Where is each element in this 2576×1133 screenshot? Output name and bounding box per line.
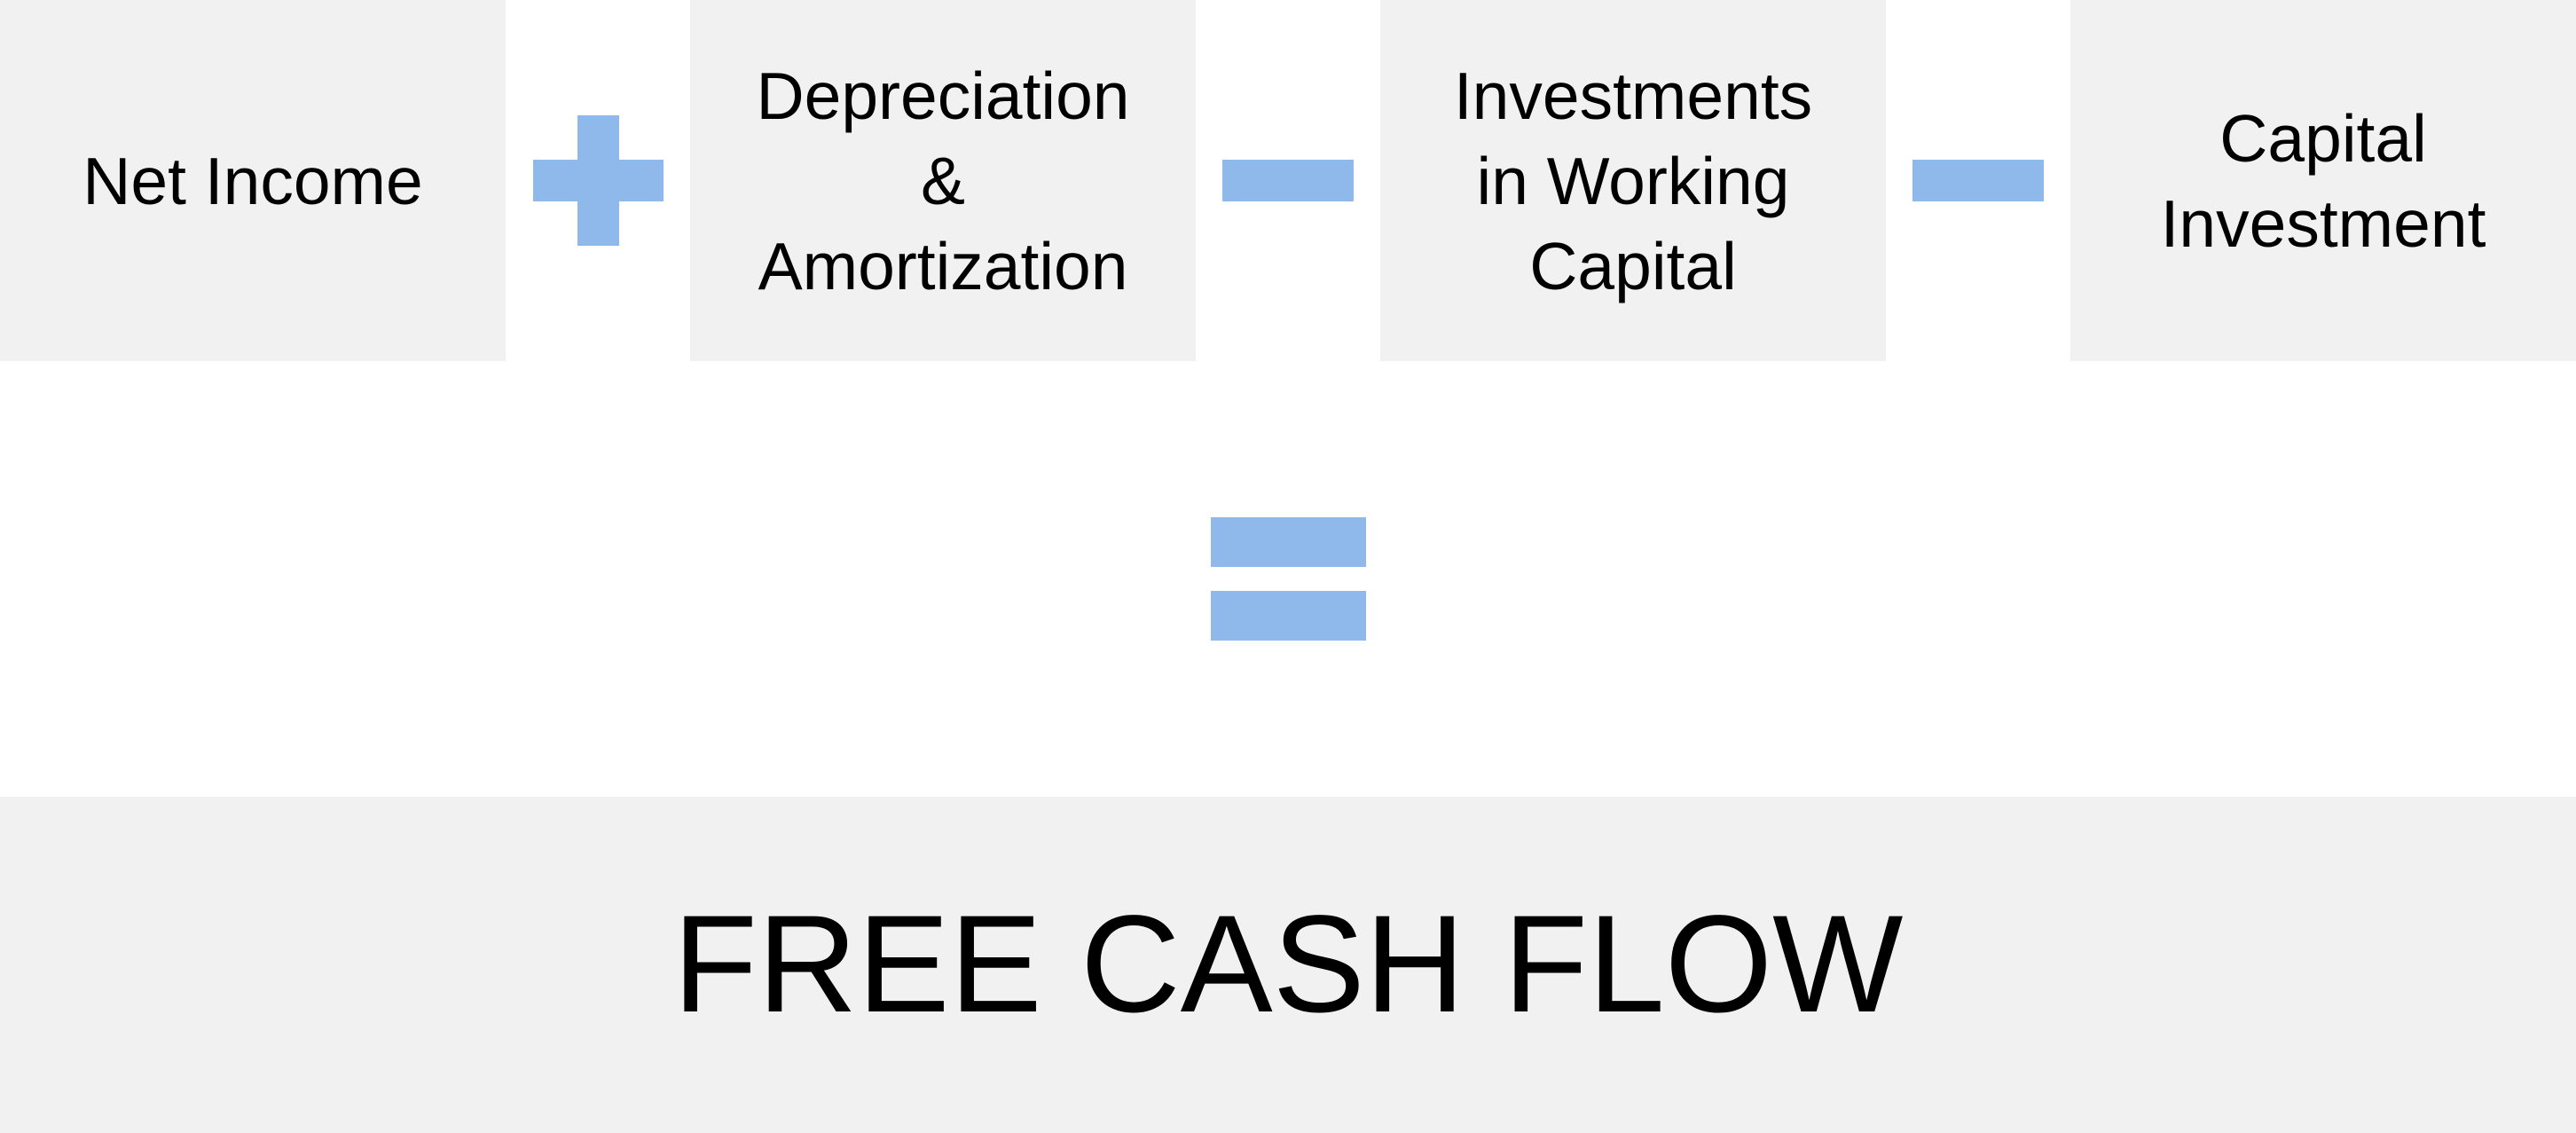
term-box-net-income: Net Income xyxy=(0,0,506,361)
equals-icon-bottom-bar xyxy=(1210,591,1366,641)
plus-icon xyxy=(532,115,664,246)
minus-icon xyxy=(1222,160,1354,201)
term-box-depreciation-amortization: Depreciation & Amortization xyxy=(690,0,1196,361)
formula-terms-row: Net Income Depreciation & Amortization I… xyxy=(0,0,2576,361)
equals-icon xyxy=(1210,517,1366,641)
term-box-investments-working-capital: Investments in Working Capital xyxy=(1380,0,1886,361)
term-box-capital-investment: Capital Investment xyxy=(2070,0,2576,361)
term-label-net-income: Net Income xyxy=(82,143,423,218)
term-label-investments-working-capital: Investments in Working Capital xyxy=(1453,58,1813,303)
result-label: FREE CASH FLOW xyxy=(672,887,1904,1042)
equals-icon-top-bar xyxy=(1210,517,1366,567)
operator-cell-minus-2 xyxy=(1886,0,2070,361)
term-label-depreciation-amortization: Depreciation & Amortization xyxy=(756,58,1130,303)
plus-icon-vertical-bar xyxy=(577,115,619,246)
operator-cell-plus xyxy=(506,0,690,361)
result-box: FREE CASH FLOW xyxy=(0,797,2576,1133)
minus-icon xyxy=(1912,160,2044,201)
equals-band xyxy=(0,361,2576,797)
term-label-capital-investment: Capital Investment xyxy=(2160,100,2486,261)
operator-cell-minus-1 xyxy=(1196,0,1380,361)
